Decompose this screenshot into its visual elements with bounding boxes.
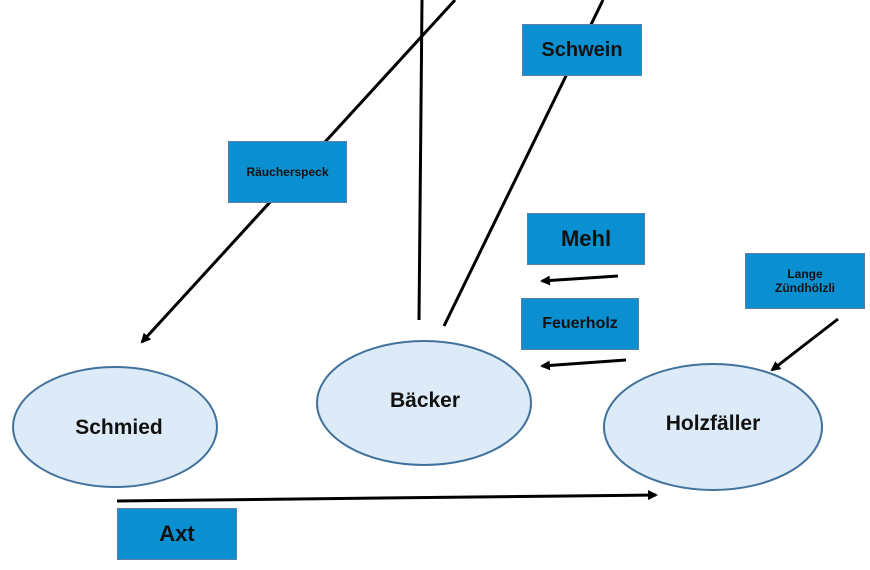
baecker-node [316,340,532,466]
axt-label-box: Axt [117,508,237,560]
holzfaeller-label: Holzfäller [665,412,761,435]
baecker-label: Bäcker [389,389,461,412]
schmied-label: Schmied [75,416,163,439]
vertical-line [417,0,424,321]
schmied-node [12,366,218,488]
lange-zuendhoelzli-label-box: Lange Zündhölzli [745,253,865,309]
mehl-label-box: Mehl [527,213,645,265]
mehl-arrow [540,274,619,286]
raeucherspeck-label-box: Räucherspeck [228,141,347,203]
zuendhoelzli-arrow [770,317,839,372]
schwein-label-box: Schwein [522,24,642,76]
holzfaeller-node [603,363,823,491]
feuerholz-label-box: Feuerholz [521,298,639,350]
axt-arrow [116,490,658,503]
feuerholz-arrow [540,358,627,371]
